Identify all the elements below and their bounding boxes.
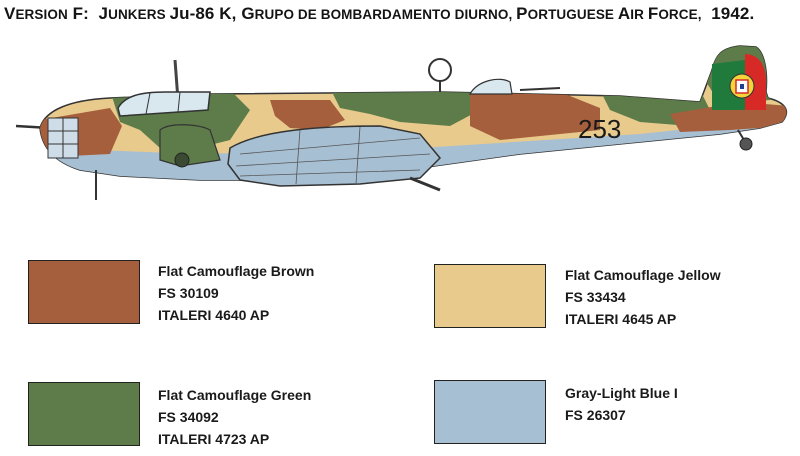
paint-name: Gray-Light Blue I: [565, 385, 678, 401]
title-part: Ju-86 K,: [169, 4, 242, 23]
title-part: UNKERS: [108, 7, 170, 22]
paint-swatch-brown: [28, 260, 140, 324]
serial-number: 253: [578, 114, 621, 144]
paint-swatch-yellow: [434, 264, 546, 328]
paint-label-brown: Flat Camouflage Brown FS 30109 ITALERI 4…: [158, 260, 314, 326]
paint-name: Flat Camouflage Green: [158, 387, 312, 403]
dorsal-turret: [468, 78, 513, 95]
title-part: 1942.: [701, 4, 755, 23]
paint-fs-code: FS 34092: [158, 409, 219, 425]
paint-label-green: Flat Camouflage Green FS 34092 ITALERI 4…: [158, 384, 311, 450]
paint-fs-code: FS 33434: [565, 289, 626, 305]
tail-wheel: [739, 137, 753, 151]
aircraft-profile-illustration: 253: [15, 45, 788, 200]
title-part: ERSION: [15, 7, 68, 22]
paint-fs-code: FS 30109: [158, 285, 219, 301]
paint-swatch-green: [28, 382, 140, 446]
paint-fs-code: FS 26307: [565, 407, 626, 423]
paint-name: Flat Camouflage Brown: [158, 263, 315, 279]
paint-name: Flat Camouflage Jellow: [565, 267, 721, 283]
paint-italeri-code: ITALERI 4645 AP: [565, 311, 677, 327]
portuguese-tail-roundel: [712, 54, 766, 110]
title-part: A: [617, 4, 631, 23]
paint-italeri-code: ITALERI 4723 AP: [158, 431, 270, 447]
title-part: IR: [630, 7, 648, 22]
title-part: F:: [67, 4, 99, 23]
title-part: V: [4, 4, 16, 23]
title-part: J: [98, 4, 109, 23]
paint-label-light-blue: Gray-Light Blue I FS 26307: [565, 382, 678, 426]
title-part: F: [647, 4, 659, 23]
paint-label-yellow: Flat Camouflage Jellow FS 33434 ITALERI …: [565, 264, 721, 330]
paint-swatch-light-blue: [434, 380, 546, 444]
main-landing-gear: [409, 176, 441, 192]
paint-italeri-code: ITALERI 4640 AP: [158, 307, 270, 323]
title-part: ORCE,: [658, 7, 702, 22]
engine-nacelle: [159, 124, 221, 167]
radio-loop: [428, 58, 452, 82]
cockpit-canopy: [117, 91, 211, 117]
title-part: G: [241, 4, 255, 23]
page-title: VERSION F: JUNKERS Ju-86 K, GRUPO DE BOM…: [4, 4, 754, 24]
title-part: ORTUGUESE: [527, 7, 618, 22]
title-part: P: [516, 4, 528, 23]
title-part: RUPO DE BOMBARDAMENTO DIURNO,: [254, 7, 517, 22]
